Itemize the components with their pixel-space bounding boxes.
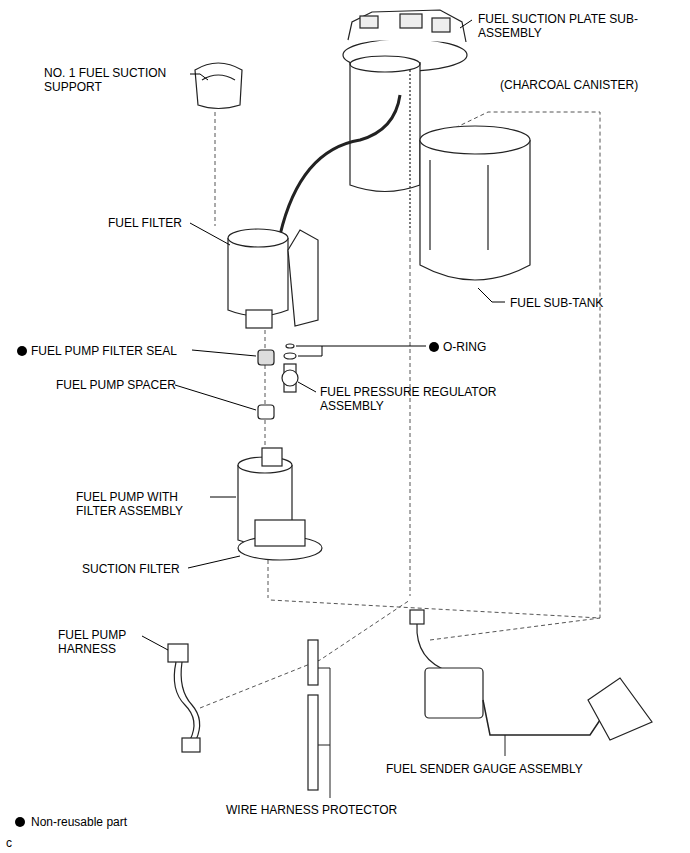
- part-name: (CHARCOAL CANISTER): [500, 78, 638, 92]
- fuel-filter: [228, 229, 318, 328]
- part-name: FUEL PUMP WITH FILTER ASSEMBLY: [76, 490, 208, 518]
- part-name: FUEL SUB-TANK: [510, 296, 603, 310]
- sender-gauge: [410, 610, 652, 756]
- harness-protector: [308, 640, 330, 798]
- small-parts: [258, 344, 298, 419]
- part-name: FUEL PUMP SPACER: [56, 378, 176, 392]
- part-name: FUEL SUCTION PLATE SUB-ASSEMBLY: [478, 12, 653, 40]
- fuel-hose: [280, 95, 400, 235]
- part-name: FUEL PUMP FILTER SEAL: [31, 344, 177, 358]
- sub-tank: [420, 126, 530, 280]
- fuel-pump: [238, 448, 322, 560]
- figure-code: c: [6, 836, 12, 850]
- part-name: FUEL PRESSURE REGULATOR ASSEMBLY: [320, 385, 525, 413]
- part-name: FUEL FILTER: [108, 216, 182, 230]
- part-name: WIRE HARNESS PROTECTOR: [226, 803, 397, 817]
- suction-support: [195, 63, 242, 109]
- part-name: FUEL PUMP HARNESS: [58, 628, 140, 656]
- leader-line: [142, 20, 505, 650]
- legend-entry: Non-reusable part: [14, 815, 127, 829]
- legend-symbol: [14, 816, 28, 828]
- part-name: FUEL SENDER GAUGE ASSEMBLY: [386, 762, 583, 776]
- part-name: SUCTION FILTER: [82, 562, 180, 576]
- legend-text: Non-reusable part: [31, 815, 127, 829]
- pump-harness: [168, 644, 200, 752]
- part-name: O-RING: [443, 340, 486, 354]
- part-name: NO. 1 FUEL SUCTION SUPPORT: [44, 66, 194, 94]
- assembly-line: [200, 112, 600, 708]
